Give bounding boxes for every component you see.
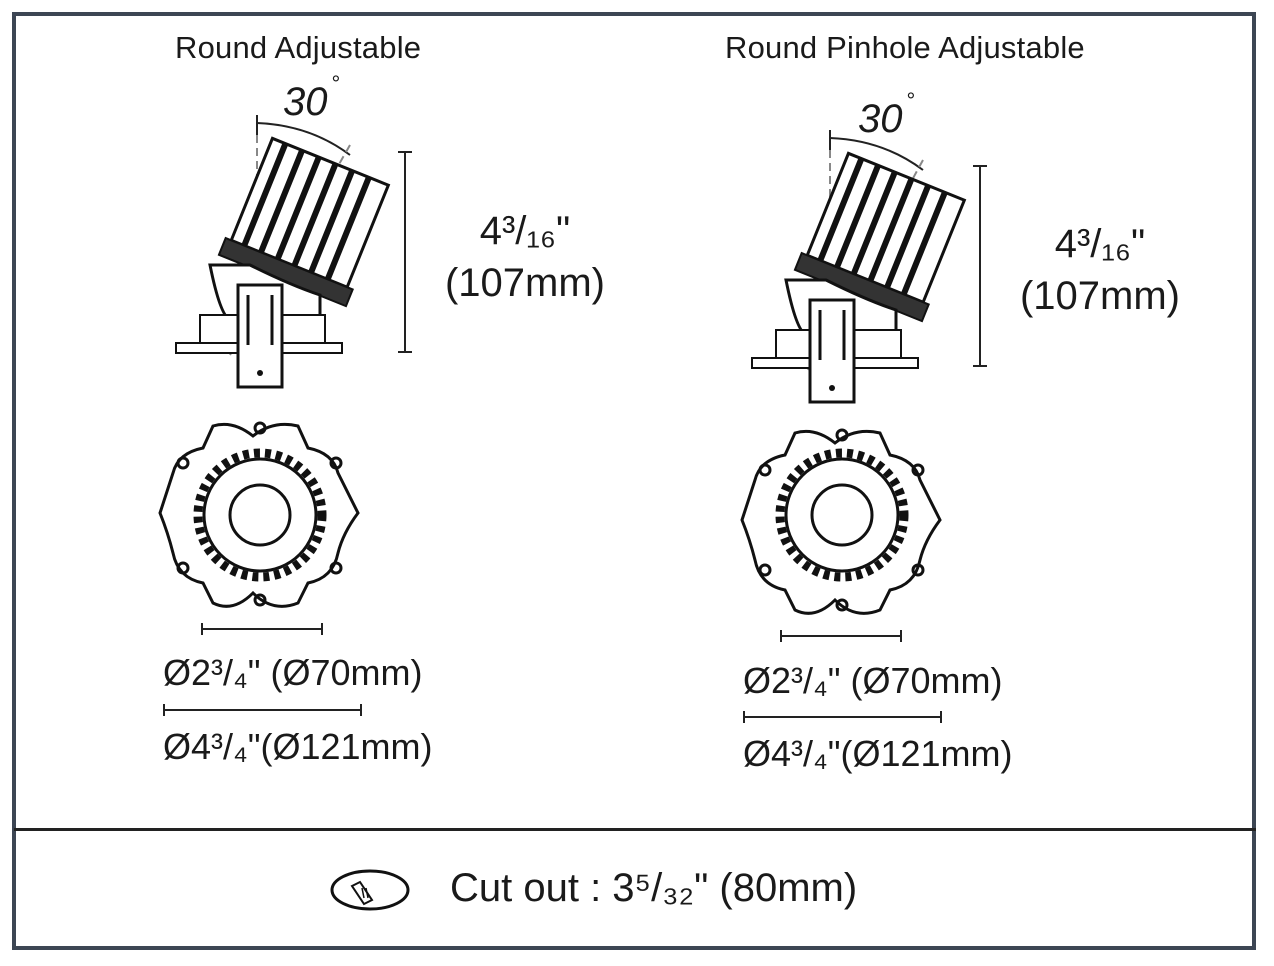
tilt-angle-label: 30° [858, 87, 916, 141]
side-view-drawing [175, 115, 391, 389]
outer-diameter-line [163, 704, 362, 716]
outer-diameter-label: Ø4³/₄"(Ø121mm) [163, 726, 433, 767]
outer-diameter-label: Ø4³/₄"(Ø121mm) [743, 733, 1013, 774]
inner-diameter-label: Ø2³/₄" (Ø70mm) [163, 652, 423, 693]
height-dimension: 4³/₁₆" (107mm) [444, 209, 606, 305]
panel-title-round-adjustable: Round Adjustable [175, 30, 422, 65]
height-dimension-line [398, 151, 412, 353]
side-view-drawing [751, 130, 967, 404]
cutout-hole-icon [330, 869, 410, 911]
footer-divider [14, 828, 1256, 831]
height-dimension: 4³/₁₆" (107mm) [1019, 222, 1181, 318]
inner-diameter-label: Ø2³/₄" (Ø70mm) [743, 660, 1003, 701]
tilt-angle-label: 30° [283, 70, 341, 124]
front-view-drawing [740, 428, 942, 615]
cutout-dimension: Cut out : 3⁵/₃₂" (80mm) [450, 866, 858, 910]
spec-sheet-frame [12, 12, 1256, 950]
height-dimension-line [973, 165, 987, 367]
inner-diameter-line [201, 623, 323, 635]
panel-title-round-pinhole-adjustable: Round Pinhole Adjustable [725, 30, 1085, 65]
inner-diameter-line [780, 630, 902, 642]
front-view-drawing [158, 421, 360, 608]
outer-diameter-line [743, 711, 942, 723]
